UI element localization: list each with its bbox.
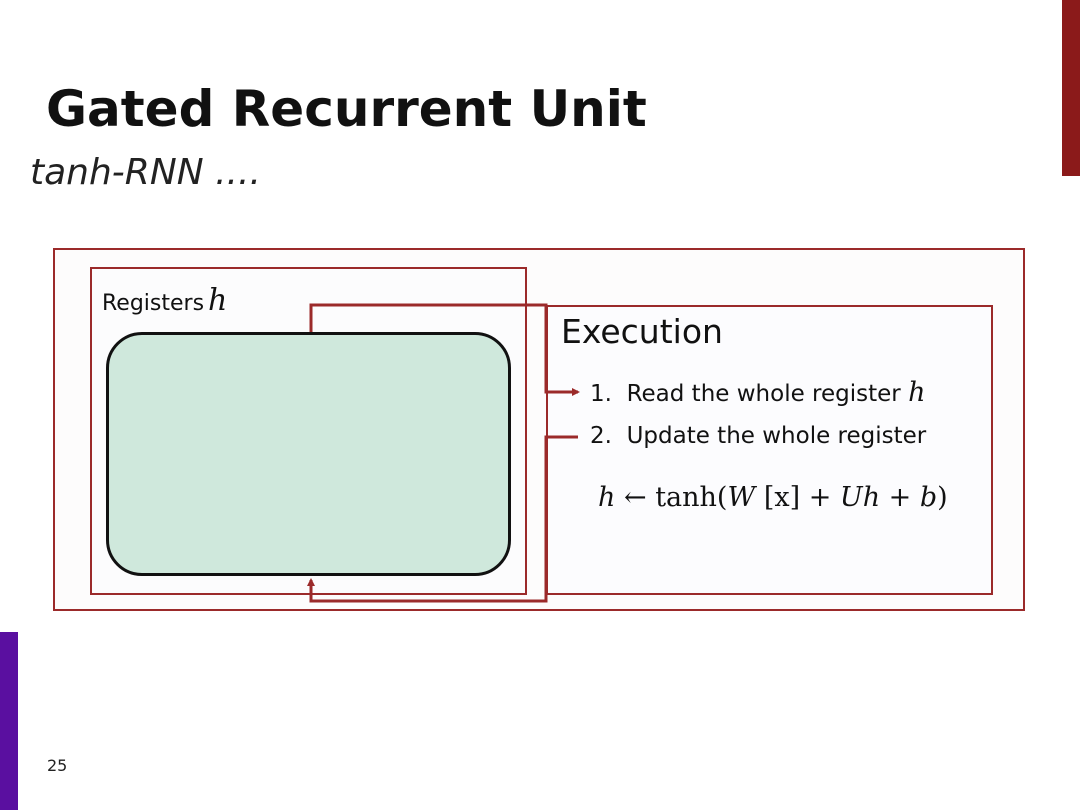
accent-bar-left: [0, 632, 18, 810]
step-variable: h: [908, 377, 926, 408]
execution-box: [546, 305, 993, 595]
page-number: 25: [47, 756, 68, 775]
formula-h: h: [862, 482, 881, 513]
step-number: 1.: [590, 381, 612, 407]
registers-label-text: Registers: [102, 291, 205, 316]
formula-tanh: tanh(: [655, 482, 728, 513]
step-text: Update the whole register: [626, 423, 927, 449]
update-wire: [307, 435, 578, 603]
formula-plus: +: [880, 482, 920, 513]
execution-title: Execution: [561, 312, 723, 351]
step-text: Read the whole register: [626, 381, 901, 407]
formula-u: U: [839, 482, 863, 513]
accent-bar-top: [1062, 0, 1080, 176]
registers-variable: h: [208, 283, 228, 318]
formula-plus: +: [800, 482, 840, 513]
register-block: [106, 332, 511, 576]
step-update: 2. Update the whole register: [590, 423, 926, 449]
slide-title: Gated Recurrent Unit: [46, 80, 647, 138]
formula-w: W: [727, 482, 756, 513]
update-formula: h ← tanh(W [x] + Uh + b): [598, 482, 948, 513]
formula-close: ): [937, 482, 948, 513]
step-read: 1. Read the whole register h: [590, 377, 925, 408]
step-number: 2.: [590, 423, 612, 449]
formula-x-term: [x]: [755, 482, 801, 513]
read-wire: [309, 303, 580, 396]
formula-arrow: ←: [623, 482, 647, 513]
slide-subtitle: tanh-RNN ....: [30, 152, 261, 193]
formula-b: b: [919, 482, 938, 513]
formula-lhs: h: [598, 482, 616, 513]
